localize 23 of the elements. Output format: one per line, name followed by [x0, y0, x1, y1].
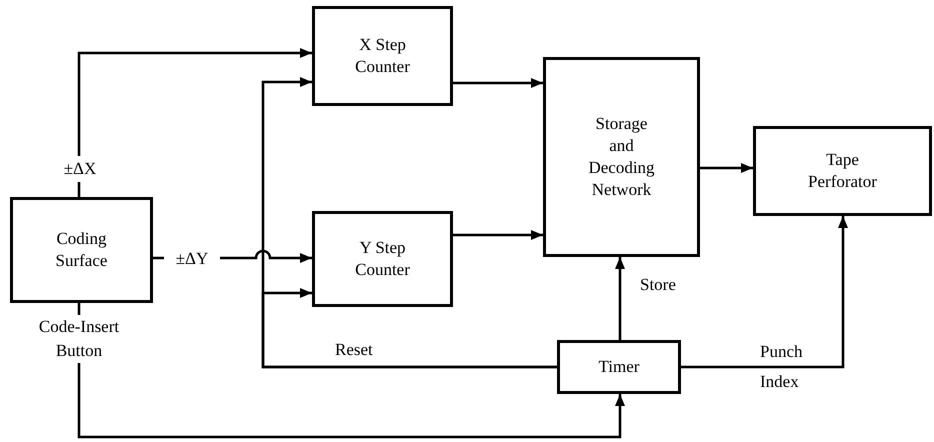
arrow — [700, 163, 753, 173]
arrow — [453, 230, 543, 240]
process-box — [557, 340, 681, 394]
process-box — [753, 126, 932, 216]
process-box — [543, 57, 700, 257]
process-box — [10, 197, 153, 303]
arrow — [262, 288, 557, 368]
process-box — [312, 6, 453, 106]
box-label: X Step Counter — [354, 34, 411, 78]
box-label: Timer — [598, 356, 640, 378]
box-label: Coding Surface — [54, 228, 108, 272]
process-box — [312, 211, 453, 307]
box-label: Y Step Counter — [354, 237, 411, 281]
arrow — [78, 303, 625, 438]
arrow — [681, 216, 848, 368]
arrow — [615, 257, 625, 340]
box-label: Tape Perforator — [807, 149, 878, 193]
arrow — [78, 48, 312, 197]
arrow — [453, 78, 543, 88]
edge-label: Reset — [335, 339, 373, 361]
edge-label: Store — [640, 274, 676, 296]
box-label: Storage and Decoding Network — [587, 113, 656, 201]
edge-label: Punch Index — [760, 341, 804, 393]
